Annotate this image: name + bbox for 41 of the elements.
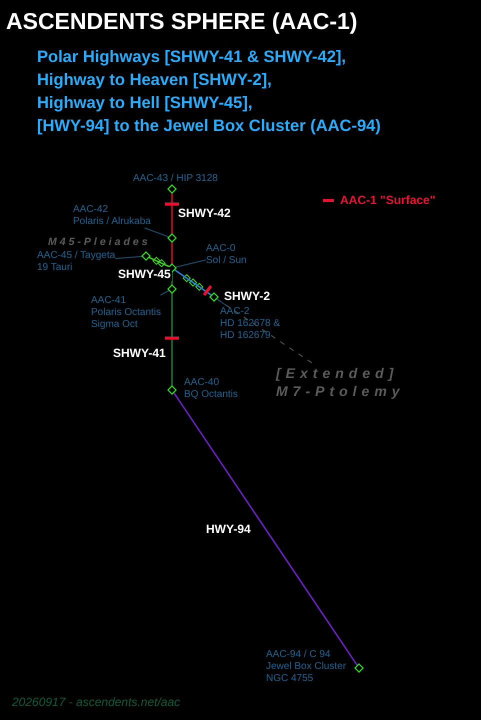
star-label: AAC-40 BQ Octantis [184, 377, 238, 401]
subtitle-line: Polar Highways [SHWY-41 & SHWY-42], [37, 48, 346, 67]
star-diamond [167, 233, 177, 243]
title: ASCENDENTS SPHERE (AAC-1) [6, 8, 358, 35]
edge-label: SHWY-45 [117, 267, 172, 281]
star-diamond [209, 292, 219, 302]
star-label: AAC-41 Polaris Octantis Sigma Oct [91, 295, 162, 331]
edge-label: HWY-94 [205, 522, 252, 536]
highway-line [174, 269, 212, 296]
leader-line [216, 298, 228, 306]
star-diamond [354, 663, 364, 673]
highway-line [171, 242, 173, 264]
highway-line [171, 272, 173, 285]
star-label: AAC-94 / C 94 Jewel Box Cluster NGC 4755 [266, 649, 346, 685]
leader-line [174, 259, 206, 268]
region-label: M45-Pleiades [48, 236, 151, 248]
edge-label: SHWY-42 [177, 206, 232, 220]
highway-line [171, 293, 173, 386]
leader-line [160, 290, 170, 296]
star-label: AAC-42 Polaris / Alrukaba [73, 204, 151, 228]
subtitle-line: Highway to Heaven [SHWY-2], [37, 71, 272, 90]
star-diamond [167, 184, 177, 194]
legend-label: AAC-1 "Surface" [340, 193, 436, 207]
edge-label: SHWY-41 [112, 346, 167, 360]
star-diamond [167, 385, 177, 395]
edge-label: SHWY-2 [223, 289, 272, 303]
star-label: AAC-2 HD 162678 & HD 162679 [220, 306, 286, 342]
highway-line [148, 256, 170, 268]
leader-line [114, 256, 143, 260]
subtitle-line: [HWY-94] to the Jewel Box Cluster (AAC-94) [37, 117, 381, 136]
star-diamond [167, 284, 177, 294]
highway-line [171, 193, 173, 234]
highway-line [172, 392, 358, 666]
footer-credit: 20260917 - ascendents.net/aac [12, 695, 180, 709]
star-label: AAC-45 / Taygeta 19 Tauri [37, 250, 116, 274]
leader-line [144, 228, 170, 238]
star-diamond [141, 251, 151, 261]
subtitle-line: Highway to Hell [SHWY-45], [37, 94, 252, 113]
region-label: [Extended] M7-Ptolemy [276, 364, 405, 400]
star-label: AAC-43 / HIP 3128 [133, 173, 218, 185]
star-label: AAC-0 Sol / Sun [206, 243, 247, 267]
